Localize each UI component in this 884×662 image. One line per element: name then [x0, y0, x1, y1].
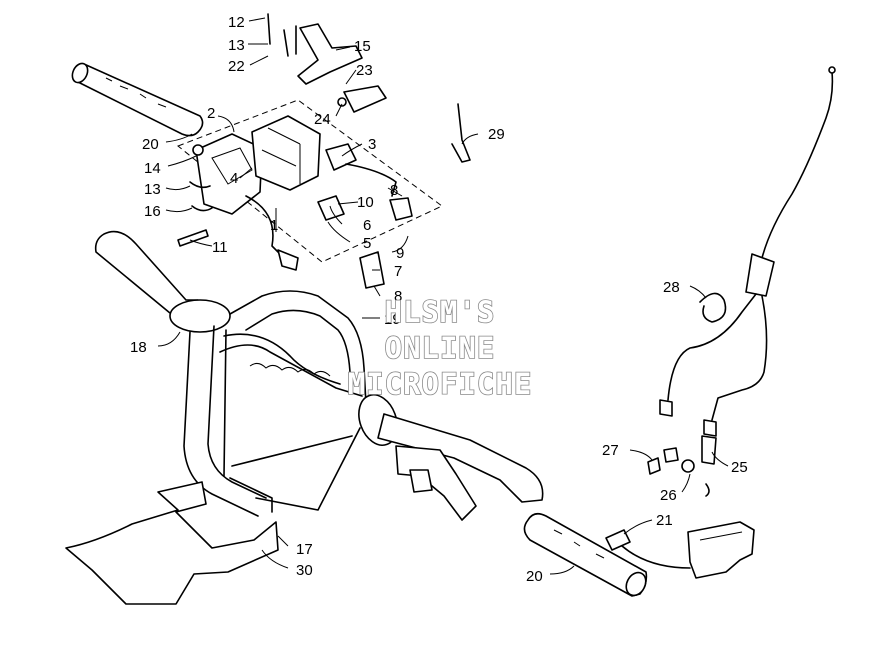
- callout-18: 18: [130, 339, 147, 356]
- callout-16: 16: [144, 203, 161, 220]
- callout-8-lower: 8: [394, 288, 402, 305]
- left-grip: [71, 62, 204, 137]
- callout-4: 4: [230, 170, 238, 187]
- callout-29: 29: [488, 126, 505, 143]
- callout-3: 3: [368, 136, 376, 153]
- callout-2: 2: [207, 105, 215, 122]
- callout-6: 6: [363, 217, 371, 234]
- small-fasteners-left: [177, 144, 213, 247]
- callout-28: 28: [663, 279, 680, 296]
- callout-15: 15: [354, 38, 371, 55]
- callout-20-upper: 20: [142, 136, 159, 153]
- callout-1: 1: [270, 217, 278, 234]
- callout-11: 11: [212, 239, 228, 256]
- watermark-line-3: MICROFICHE: [348, 367, 533, 401]
- callout-30: 30: [296, 562, 313, 579]
- callout-20-lower: 20: [526, 568, 543, 585]
- callout-17: 17: [296, 541, 313, 558]
- watermark: HLSM'S ONLINE MICROFICHE: [347, 294, 533, 402]
- right-grip: [523, 512, 755, 597]
- callout-labels: 12 13 22 15 23 24 2 20 14 13 16 4 3 8 10…: [130, 14, 748, 585]
- watermark-line-1: HLSM'S: [385, 295, 496, 329]
- small-fasteners-right: [647, 447, 710, 497]
- callout-21: 21: [656, 512, 673, 529]
- callout-19: 19: [384, 311, 401, 328]
- handlebar: [94, 230, 544, 521]
- throttle-housing-assembly: [177, 99, 443, 289]
- callout-27: 27: [602, 442, 619, 459]
- callout-7: 7: [394, 263, 402, 280]
- callout-14: 14: [144, 160, 161, 177]
- wiring-harness: [659, 66, 836, 465]
- leader-lines: [157, 17, 729, 575]
- callout-13-lower: 13: [144, 181, 161, 198]
- watermark-line-2: ONLINE: [385, 331, 496, 365]
- callout-5: 5: [363, 235, 371, 252]
- callout-22: 22: [228, 58, 245, 75]
- callout-23: 23: [356, 62, 373, 79]
- throttle-lever: [267, 13, 387, 113]
- callout-13-upper: 13: [228, 37, 245, 54]
- callout-9: 9: [396, 245, 404, 262]
- pin-29: [451, 103, 471, 163]
- callout-8-upper: 8: [390, 182, 398, 199]
- callout-10: 10: [357, 194, 374, 211]
- callout-24: 24: [314, 111, 331, 128]
- callout-12: 12: [228, 14, 245, 31]
- pad-30: [65, 481, 279, 605]
- callout-26: 26: [660, 487, 677, 504]
- callout-25: 25: [731, 459, 748, 476]
